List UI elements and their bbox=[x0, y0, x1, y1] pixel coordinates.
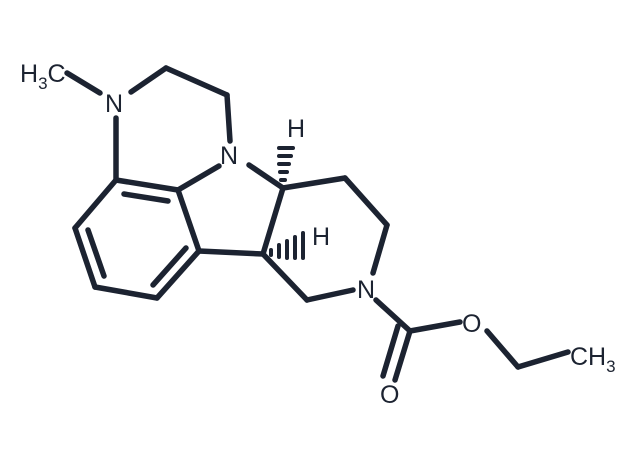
bond-carbonyl-o-double-b bbox=[380, 323, 401, 379]
bond-ch2-n-indoline bbox=[224, 92, 233, 144]
bond-ar4-ar5-inner bbox=[150, 245, 189, 288]
h-top-label: H bbox=[287, 115, 305, 143]
bond-c9b-ar5 bbox=[196, 248, 266, 257]
bond-ar2-ar3-inner bbox=[85, 227, 107, 279]
bond-ar4-ar5 bbox=[154, 248, 202, 301]
bond-ch2-ch2 bbox=[163, 65, 230, 98]
methyl-right-label: CH3 bbox=[570, 343, 616, 376]
bond-n-carbonyl bbox=[373, 297, 413, 334]
n-indoline-label: N bbox=[220, 142, 238, 170]
bond-ch3-n bbox=[64, 70, 103, 96]
bond-ar6-ar1 bbox=[113, 177, 181, 193]
bond-n-piperidine-ch2 bbox=[304, 287, 356, 303]
stereo-hash-mid bbox=[269, 231, 305, 260]
bond-ch2-n-piperidine bbox=[370, 222, 390, 276]
n-piperidine-label: N bbox=[357, 276, 375, 304]
bond-ar3-ar4 bbox=[92, 284, 160, 301]
bond-ch2-ch3 bbox=[515, 349, 571, 370]
bond-ar6-ar1-inner bbox=[121, 191, 171, 204]
bond-ar1-ar2 bbox=[72, 177, 119, 231]
bond-o-ch2 bbox=[484, 328, 521, 370]
bond-carbonyl-o-ester bbox=[407, 319, 463, 334]
bond-n-indoline-c3a bbox=[246, 162, 286, 191]
n-methyl-label: N bbox=[105, 90, 123, 118]
bond-ar6-n-indoline bbox=[175, 163, 222, 193]
h-mid-label: H bbox=[312, 223, 330, 251]
bond-c3a-c9b bbox=[260, 185, 286, 257]
bond-ch2-c9b bbox=[260, 251, 310, 303]
bond-c3a-ch2 bbox=[280, 175, 348, 191]
bond-ar5-ar6 bbox=[175, 187, 202, 254]
bond-n-ch2 bbox=[128, 65, 169, 95]
o-carbonyl-label: O bbox=[380, 381, 399, 409]
stereo-hash-top bbox=[277, 146, 295, 182]
methyl-left-label: H3C bbox=[20, 60, 66, 93]
bond-layer bbox=[64, 65, 571, 383]
bond-ch2-ch2-ring bbox=[342, 175, 390, 228]
o-ester-label: O bbox=[462, 310, 481, 338]
bond-ar2-ar3 bbox=[72, 225, 98, 290]
bond-carbonyl-o-double-a bbox=[392, 328, 413, 383]
